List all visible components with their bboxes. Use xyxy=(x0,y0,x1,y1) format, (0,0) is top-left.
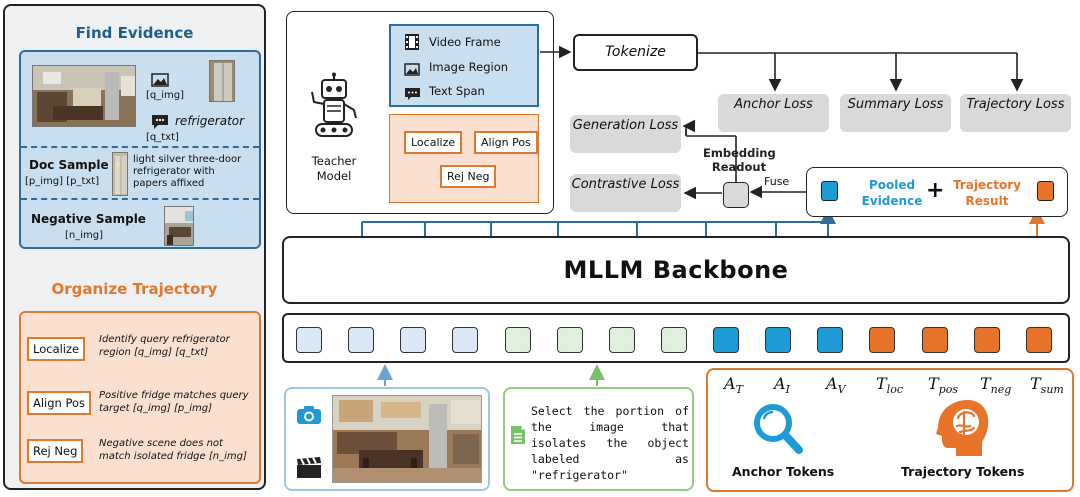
mllm-backbone: MLLM Backbone xyxy=(282,236,1070,304)
text-span-label: Text Span xyxy=(429,84,485,98)
text-span-icon xyxy=(405,86,420,105)
image-icon xyxy=(151,72,169,91)
step-align-pos: Align Pos xyxy=(27,391,92,415)
image-region-icon xyxy=(404,61,420,80)
token-text xyxy=(661,327,687,353)
magnifier-icon xyxy=(752,402,804,460)
token-trajectory xyxy=(1026,327,1052,353)
kitchen-video-frame xyxy=(332,395,482,483)
tokenize-box: Tokenize xyxy=(573,34,698,71)
step-localize: Localize xyxy=(27,337,86,361)
contrastive-loss: Contrastive Loss xyxy=(570,174,681,212)
modality-box: Video Frame Image Region Text Span xyxy=(389,24,539,107)
symbol-t-pos: Tpos xyxy=(928,374,958,397)
negative-image xyxy=(164,206,194,246)
pooled-evidence-label: Pooled Evidence xyxy=(861,178,923,208)
token-text xyxy=(557,327,583,353)
token-trajectory xyxy=(922,327,948,353)
symbol-a-t: AT xyxy=(724,374,743,397)
doc-tokens: [p_img] [p_txt] xyxy=(25,176,100,187)
doc-sample-label: Doc Sample xyxy=(29,158,109,172)
token-row xyxy=(282,313,1070,363)
anchor-tokens-label: Anchor Tokens xyxy=(732,464,835,479)
anchor-loss: Anchor Loss xyxy=(718,94,829,132)
symbol-a-v: AV xyxy=(826,374,846,397)
step-align-pos-desc: Positive fridge matches query target [q_… xyxy=(99,390,249,414)
symbol-t-neg: Tneg xyxy=(980,374,1012,397)
step-localize-desc: Identify query refrigerator region [q_im… xyxy=(99,334,230,358)
pooled-evidence-node xyxy=(821,181,838,201)
find-evidence-box: [q_img] refrigerator [q_txt] Doc Sample … xyxy=(19,50,261,249)
prompt-text: Select the portion of the image that iso… xyxy=(531,404,689,482)
teacher-step-rej-neg: Rej Neg xyxy=(440,165,497,188)
symbol-t-sum: Tsum xyxy=(1030,374,1064,397)
query-text: refrigerator xyxy=(175,114,245,128)
readout-node xyxy=(723,182,749,208)
token-anchor xyxy=(713,327,739,353)
camera-icon xyxy=(296,405,322,429)
image-region-label: Image Region xyxy=(429,60,509,74)
token-image xyxy=(452,327,478,353)
token-anchor xyxy=(765,327,791,353)
organize-trajectory-box: Localize Identify query refrigerator reg… xyxy=(19,311,261,484)
token-trajectory xyxy=(869,327,895,353)
document-icon xyxy=(510,425,526,449)
token-image xyxy=(400,327,426,353)
brain-head-icon xyxy=(930,398,994,462)
token-text xyxy=(505,327,531,353)
image-input-box xyxy=(284,387,490,491)
q-txt-token: [q_txt] xyxy=(146,132,179,143)
text-input-box: Select the portion of the image that iso… xyxy=(503,387,694,491)
doc-fridge-image xyxy=(112,152,128,196)
step-rej-neg-desc: Negative scene does not match isolated f… xyxy=(99,438,247,462)
query-fridge-crop xyxy=(209,60,235,102)
teacher-step-align-pos: Align Pos xyxy=(474,131,538,154)
teacher-model-label: Teacher Model xyxy=(311,154,357,183)
trajectory-result-node xyxy=(1037,181,1054,201)
fuse-label: Fuse xyxy=(764,175,790,188)
trajectory-result-label: Trajectory Result xyxy=(953,178,1021,208)
q-img-token: [q_img] xyxy=(146,90,185,101)
token-image xyxy=(296,327,322,353)
step-rej-neg: Rej Neg xyxy=(27,439,84,463)
symbol-t-loc: Tloc xyxy=(876,374,903,397)
evidence-box: Pooled Evidence + Trajectory Result xyxy=(806,167,1068,217)
doc-description: light silver three-door refrigerator wit… xyxy=(133,154,242,189)
generation-loss: Generation Loss xyxy=(570,115,681,153)
negative-sample-label: Negative Sample xyxy=(31,212,146,226)
clapperboard-icon xyxy=(296,457,322,483)
symbol-a-i: AI xyxy=(774,374,790,397)
divider-2 xyxy=(21,198,259,200)
video-frame-label: Video Frame xyxy=(429,35,501,49)
trajectory-loss: Trajectory Loss xyxy=(960,94,1071,132)
organize-trajectory-title: Organize Trajectory xyxy=(51,280,218,298)
left-panel: Find Evidence [q_img] xyxy=(3,4,266,490)
chat-icon xyxy=(151,114,169,134)
robot-icon xyxy=(306,72,362,146)
query-image xyxy=(32,65,136,127)
plus-sign: + xyxy=(926,178,945,203)
token-trajectory xyxy=(974,327,1000,353)
embedding-readout-label: Embedding Readout xyxy=(703,146,776,174)
summary-loss: Summary Loss xyxy=(840,94,951,132)
teacher-step-localize: Localize xyxy=(404,131,463,154)
token-text xyxy=(609,327,635,353)
film-icon xyxy=(405,34,419,54)
divider-1 xyxy=(21,146,259,148)
n-img-token: [n_img] xyxy=(65,230,104,241)
token-image xyxy=(348,327,374,353)
special-tokens-box: AT AI AV Tloc Tpos Tneg Tsum Anchor Toke… xyxy=(706,368,1074,492)
token-anchor xyxy=(817,327,843,353)
teacher-steps-box: Localize Align Pos Rej Neg xyxy=(389,114,539,203)
find-evidence-title: Find Evidence xyxy=(75,24,194,42)
trajectory-tokens-label: Trajectory Tokens xyxy=(901,464,1025,479)
